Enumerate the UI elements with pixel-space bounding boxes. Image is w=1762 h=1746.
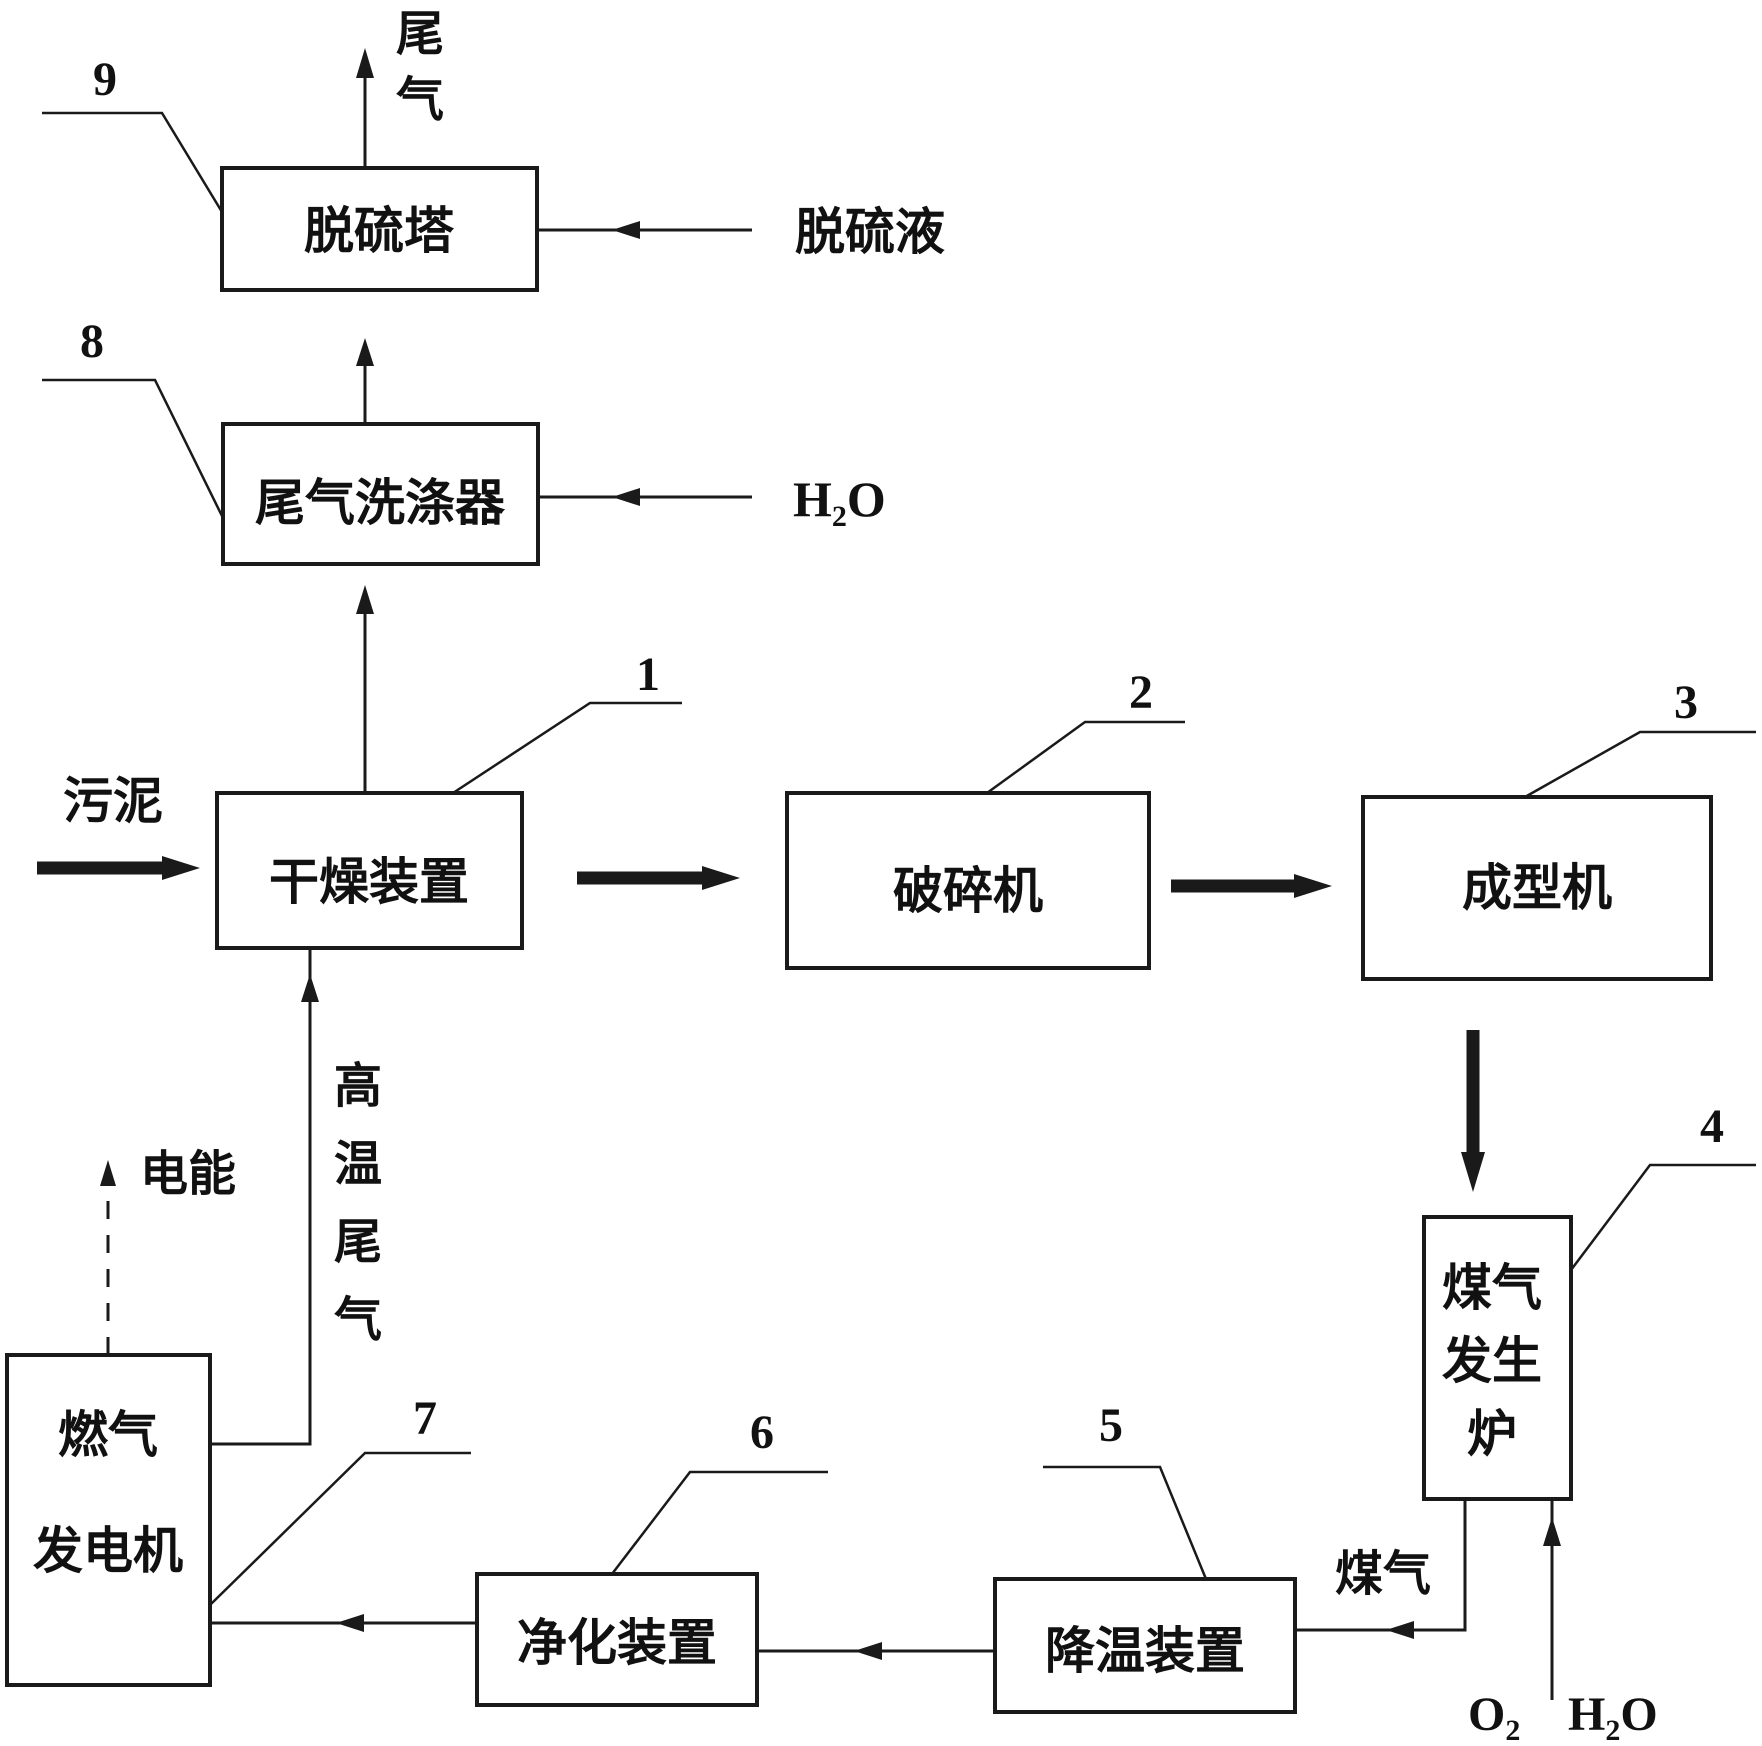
- leader-9: [42, 111, 224, 213]
- number-5: 5: [1099, 1399, 1123, 1452]
- oxygen-o: O: [1468, 1688, 1505, 1741]
- gasifier-label-line2: 发生: [1442, 1332, 1542, 1390]
- number-7: 7: [413, 1392, 437, 1445]
- dryer-to-scrubber-arrow: [356, 585, 374, 793]
- gasifier-label-line1: 煤气: [1442, 1259, 1542, 1317]
- oxygen-water-input-arrow: [1543, 1499, 1561, 1700]
- electric-energy-arrow: [100, 1160, 116, 1355]
- gasifier-label-line3: 炉: [1467, 1405, 1517, 1463]
- number-2: 2: [1129, 666, 1153, 719]
- water-o: O: [847, 471, 886, 527]
- crusher-to-former-arrow: [1171, 874, 1332, 898]
- generator-label-line2: 发电机: [33, 1522, 183, 1580]
- number-8: 8: [80, 315, 104, 368]
- coal-gas-label: 煤气: [1335, 1546, 1431, 1602]
- gasifier-unit: 煤气 发生 炉: [1422, 1215, 1573, 1501]
- tail-gas-top-label-2: 气: [396, 72, 444, 128]
- number-3: 3: [1674, 676, 1698, 729]
- number-9: 9: [93, 53, 117, 106]
- cooler-unit: 降温装置: [993, 1577, 1297, 1714]
- hot-tail-gas-label-3: 尾: [334, 1214, 382, 1270]
- dryer-unit: 干燥装置: [215, 791, 524, 950]
- dryer-label: 干燥装置: [269, 853, 469, 911]
- scrubber-label: 尾气洗涤器: [255, 474, 506, 532]
- sludge-label: 污泥: [63, 772, 163, 830]
- former-label: 成型机: [1462, 859, 1612, 917]
- purifier-label: 净化装置: [517, 1614, 717, 1672]
- purifier-to-generator-arrow: [210, 1614, 477, 1632]
- desulfurization-liquid-arrow: [537, 221, 752, 239]
- number-4: 4: [1700, 1100, 1724, 1153]
- leader-1: [452, 701, 682, 795]
- water-h-2: H: [1568, 1688, 1605, 1741]
- scrubber-to-desulfurizer-arrow: [356, 338, 374, 424]
- desulfurizer-unit: 脱硫塔: [220, 166, 539, 292]
- sludge-input-arrow: [37, 856, 200, 880]
- water-sub: 2: [832, 500, 847, 533]
- scrubber-unit: 尾气洗涤器: [221, 422, 540, 566]
- hot-tail-gas-label-2: 温: [334, 1136, 382, 1192]
- leader-5: [1043, 1465, 1208, 1580]
- water-h: H: [793, 471, 832, 527]
- generator-label-line1: 燃气: [58, 1406, 158, 1464]
- leader-2: [986, 720, 1185, 795]
- leader-4: [1570, 1163, 1756, 1271]
- crusher-unit: 破碎机: [785, 791, 1151, 970]
- cooler-label: 降温装置: [1045, 1622, 1245, 1680]
- oxygen-sub: 2: [1505, 1714, 1520, 1746]
- oxygen-label: O2: [1468, 1688, 1520, 1746]
- number-1: 1: [636, 648, 660, 701]
- leader-8: [42, 378, 225, 519]
- water-o-2: O: [1620, 1688, 1657, 1741]
- svg-text:H2O: H2O: [1568, 1688, 1658, 1746]
- former-unit: 成型机: [1361, 795, 1713, 981]
- water-label-gasifier: H2O: [1568, 1688, 1658, 1746]
- crusher-label: 破碎机: [893, 862, 1043, 920]
- water-to-scrubber-arrow: [538, 488, 752, 506]
- hot-tail-gas-label-4: 气: [334, 1292, 382, 1348]
- tail-gas-top-label-1: 尾: [396, 6, 444, 62]
- desulfurization-liquid-label: 脱硫液: [795, 203, 945, 261]
- cooler-to-purifier-arrow: [757, 1642, 995, 1660]
- svg-text:H2O: H2O: [793, 471, 886, 533]
- tail-gas-exhaust-arrow: [356, 48, 374, 168]
- former-to-gasifier-arrow: [1461, 1030, 1485, 1192]
- leader-6: [611, 1470, 828, 1575]
- hot-tail-gas-arrow: [210, 948, 319, 1446]
- desulfurizer-label: 脱硫塔: [304, 202, 455, 260]
- leader-3: [1524, 730, 1756, 799]
- water-label-scrubber: H2O: [793, 471, 886, 533]
- coal-gas-to-cooler-arrow: [1295, 1499, 1467, 1639]
- number-6: 6: [750, 1406, 774, 1459]
- water-sub-2: 2: [1605, 1714, 1620, 1746]
- hot-tail-gas-label-1: 高: [334, 1058, 382, 1114]
- purifier-unit: 净化装置: [475, 1572, 759, 1707]
- electric-energy-label: 电能: [140, 1146, 236, 1202]
- leader-7: [209, 1451, 471, 1606]
- generator-unit: 燃气 发电机: [5, 1353, 212, 1687]
- svg-text:O2: O2: [1468, 1688, 1520, 1746]
- dryer-to-crusher-arrow: [577, 866, 740, 890]
